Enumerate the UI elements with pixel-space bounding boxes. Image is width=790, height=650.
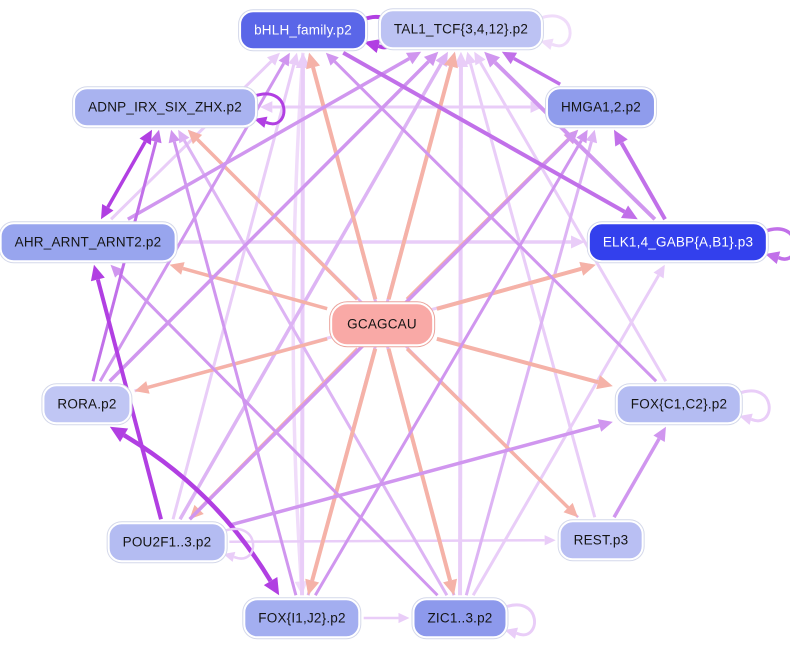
graph-node-RORA[interactable]: RORA.p2 [42, 384, 132, 424]
graph-node-FOXC[interactable]: FOX{C1,C2}.p2 [615, 384, 743, 424]
graph-node-HMGA[interactable]: HMGA1,2.p2 [545, 87, 657, 127]
graph-node-ADNP[interactable]: ADNP_IRX_SIX_ZHX.p2 [73, 87, 257, 127]
graph-node-GCAGCAU[interactable]: GCAGCAU [330, 302, 434, 346]
graph-node-ELK1[interactable]: ELK1,4_GABP{A,B1}.p3 [587, 222, 769, 262]
graph-node-ZIC[interactable]: ZIC1..3.p2 [412, 598, 508, 638]
graph-node-POU2F1[interactable]: POU2F1..3.p2 [107, 522, 227, 562]
graph-node-FOXI[interactable]: FOX{I1,J2}.p2 [243, 598, 361, 638]
graph-node-AHR[interactable]: AHR_ARNT_ARNT2.p2 [0, 222, 177, 262]
graph-node-TAL1[interactable]: TAL1_TCF{3,4,12}.p2 [378, 9, 544, 49]
graph-node-REST[interactable]: REST.p3 [558, 520, 644, 560]
graph-node-bHLH[interactable]: bHLH_family.p2 [239, 10, 367, 50]
